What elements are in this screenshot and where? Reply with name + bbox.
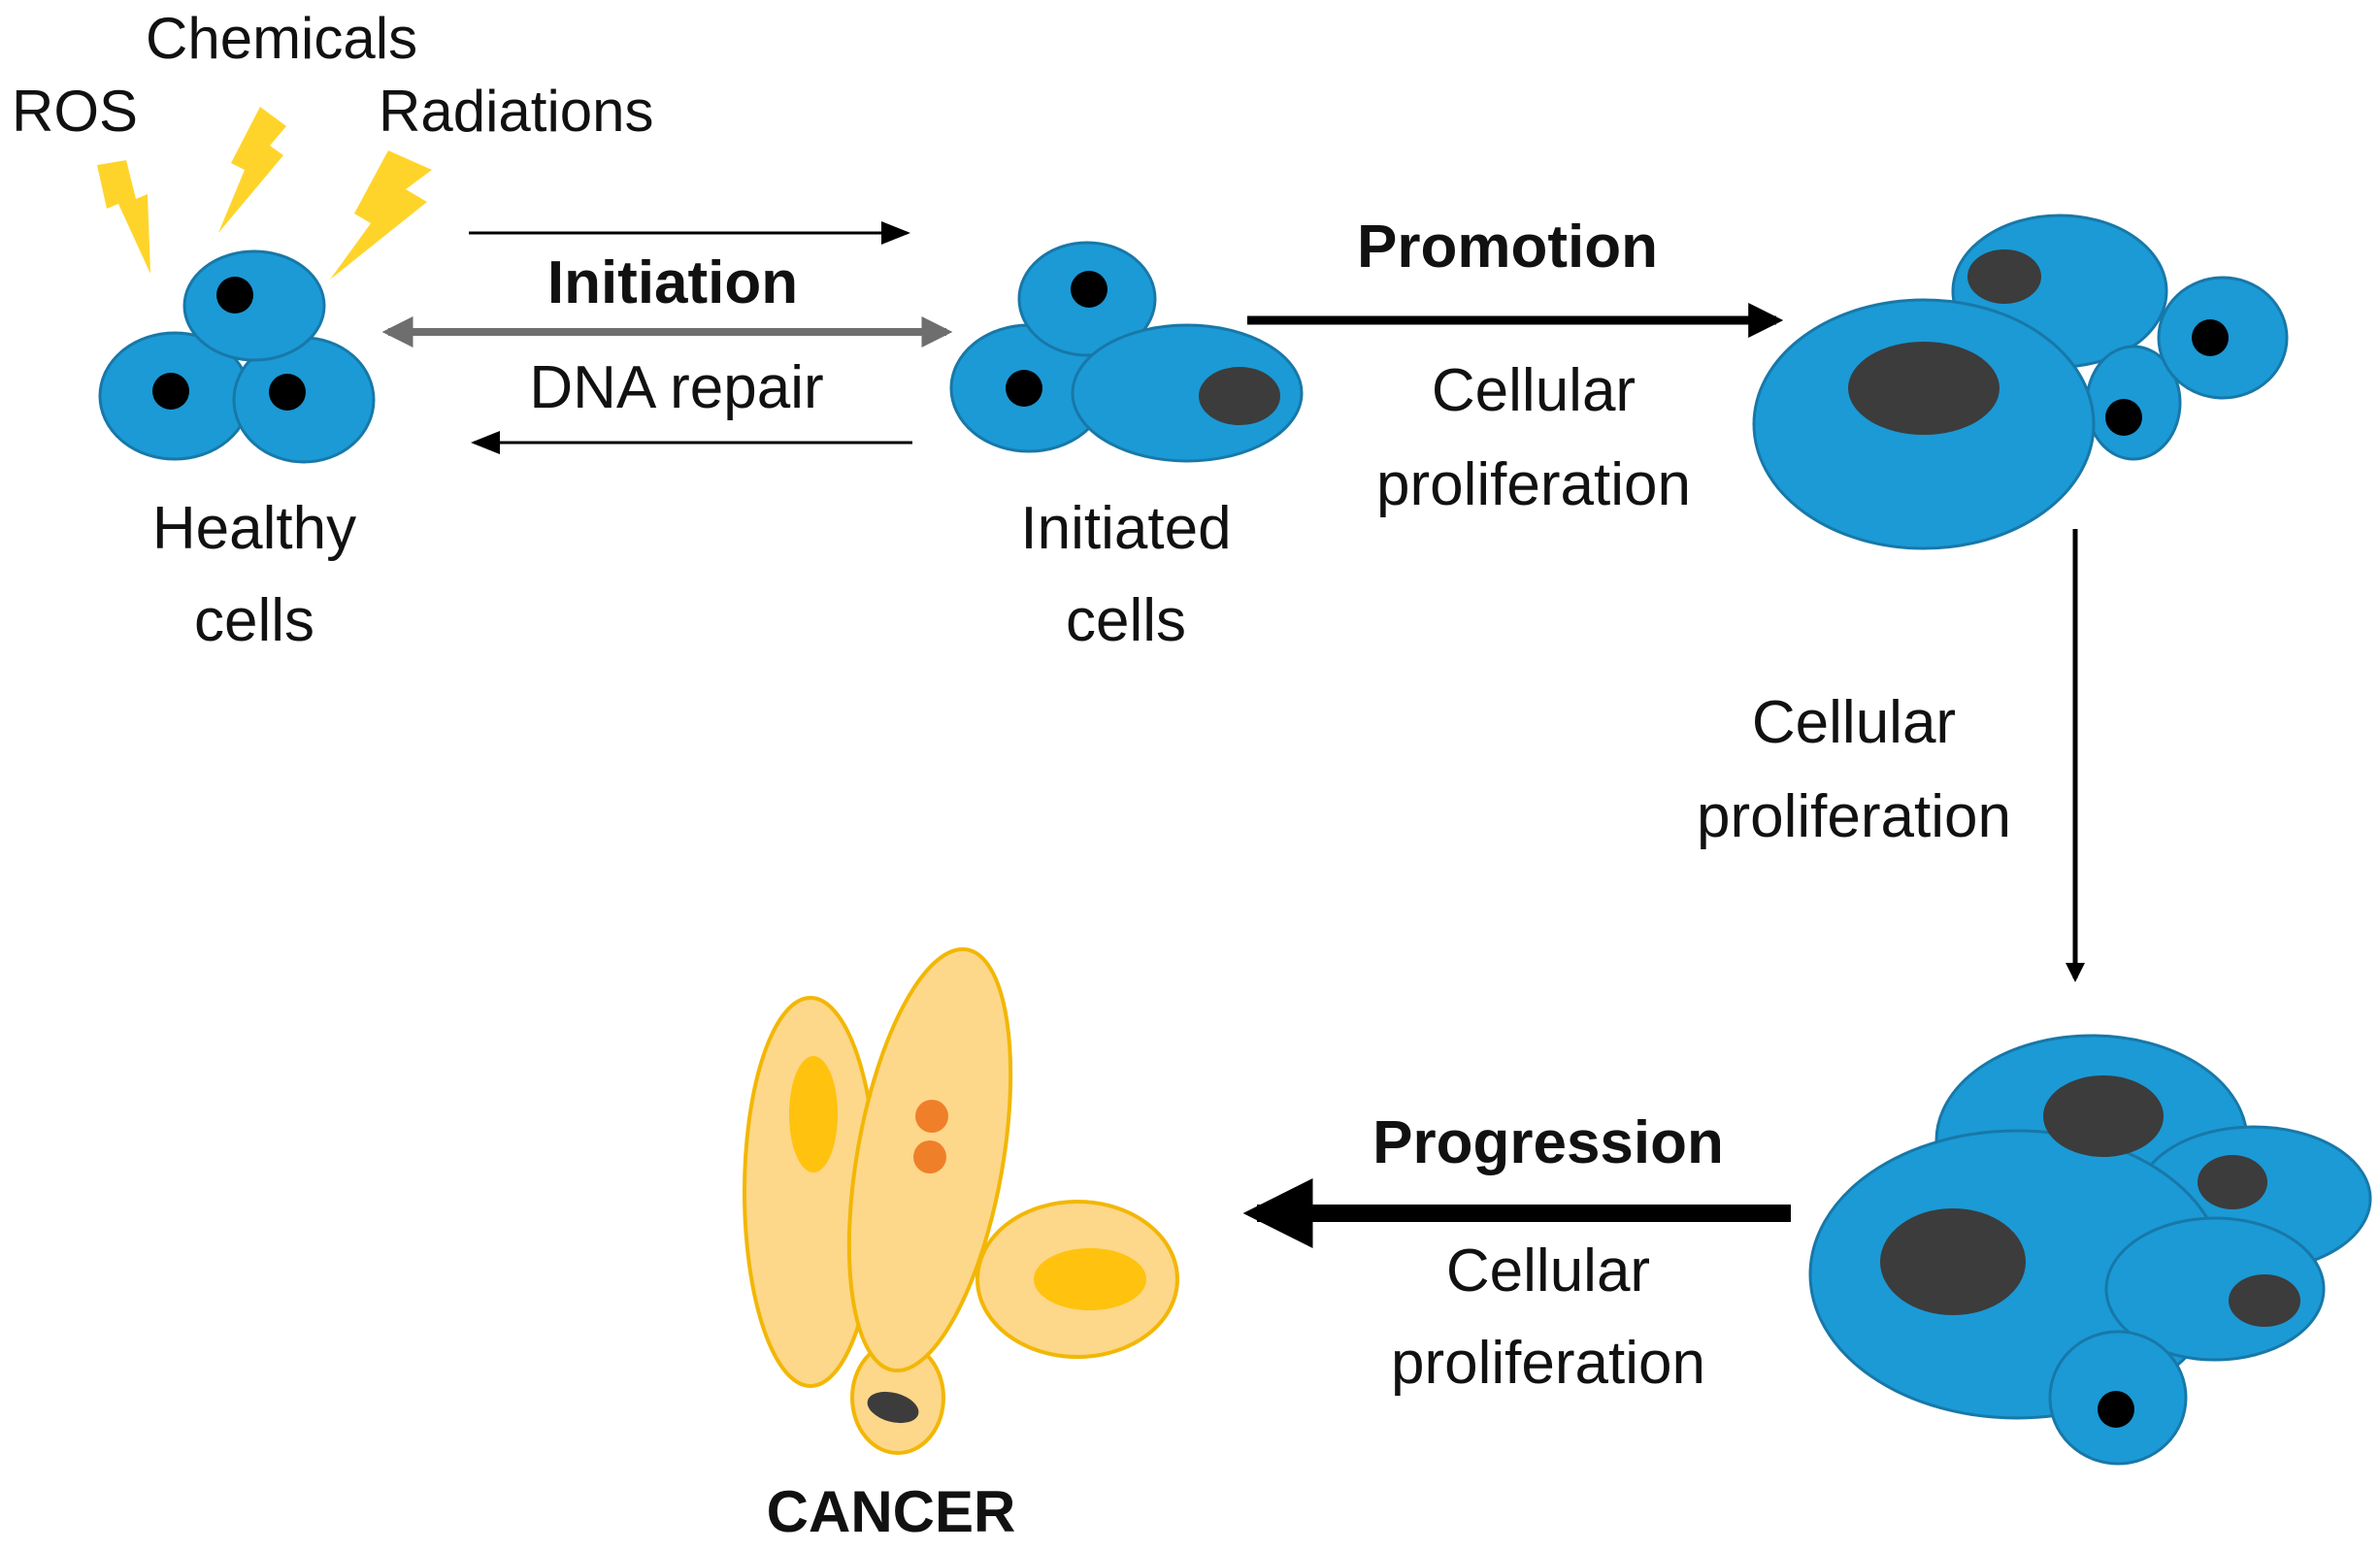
healthy-cells-label-line1: Healthy xyxy=(152,495,356,562)
cancer-label: CANCER xyxy=(767,1479,1016,1544)
nucleus-icon xyxy=(2229,1274,2300,1327)
nucleus-icon xyxy=(269,374,306,411)
nucleus-icon xyxy=(913,1140,946,1173)
nucleus-icon xyxy=(1199,367,1280,425)
promotion-label: Promotion xyxy=(1357,214,1658,281)
nucleus-icon xyxy=(2043,1075,2164,1157)
nucleus-icon xyxy=(915,1100,948,1133)
nucleus-icon xyxy=(1071,271,1107,308)
promoted-cells xyxy=(1752,214,2289,550)
initiated-cells-label-line1: Initiated xyxy=(1020,495,1231,562)
vertical-proliferation-label-line2: proliferation xyxy=(1697,783,2011,850)
ros-label: ROS xyxy=(12,79,138,144)
initiation-label: Initiation xyxy=(547,249,798,316)
nucleus-icon xyxy=(2192,319,2229,356)
progression-label: Progression xyxy=(1372,1109,1724,1176)
nucleus-icon xyxy=(1034,1248,1146,1310)
chemicals-label: Chemicals xyxy=(146,6,417,71)
progressed-cells xyxy=(1808,1034,2372,1466)
nucleus-icon xyxy=(2098,1391,2134,1428)
nucleus-icon xyxy=(1880,1208,2026,1315)
healthy-cells xyxy=(98,249,376,464)
dna-repair-label: DNA repair xyxy=(529,354,823,421)
chemicals-lightning-icon xyxy=(218,107,286,233)
nucleus-icon xyxy=(216,277,253,314)
cell-icon xyxy=(1071,323,1304,463)
ros-lightning-icon xyxy=(97,160,150,274)
healthy-cells-label-line2: cells xyxy=(194,587,314,654)
nucleus-icon xyxy=(1967,249,2041,304)
nucleus-icon xyxy=(2198,1155,2267,1209)
nucleus-icon xyxy=(1848,342,2000,435)
vertical-proliferation-label-line1: Cellular xyxy=(1752,689,1956,756)
nucleus-icon xyxy=(152,373,189,410)
cancer-cells xyxy=(743,946,1179,1455)
promotion-proliferation-label-line1: Cellular xyxy=(1432,357,1636,424)
nucleus-icon xyxy=(1006,370,1042,407)
initiated-cells-label-line2: cells xyxy=(1066,587,1186,654)
radiations-lightning-icon xyxy=(330,150,432,280)
nucleus-icon xyxy=(2105,399,2142,436)
radiations-label: Radiations xyxy=(379,79,654,144)
cell-icon xyxy=(182,249,326,362)
initiated-cells xyxy=(949,241,1304,463)
promotion-proliferation-label-line2: proliferation xyxy=(1376,451,1691,518)
progression-proliferation-label-line1: Cellular xyxy=(1446,1238,1650,1304)
progression-proliferation-label-line2: proliferation xyxy=(1391,1330,1705,1397)
nucleus-icon xyxy=(789,1056,838,1172)
nucleus-icon xyxy=(867,1391,919,1424)
